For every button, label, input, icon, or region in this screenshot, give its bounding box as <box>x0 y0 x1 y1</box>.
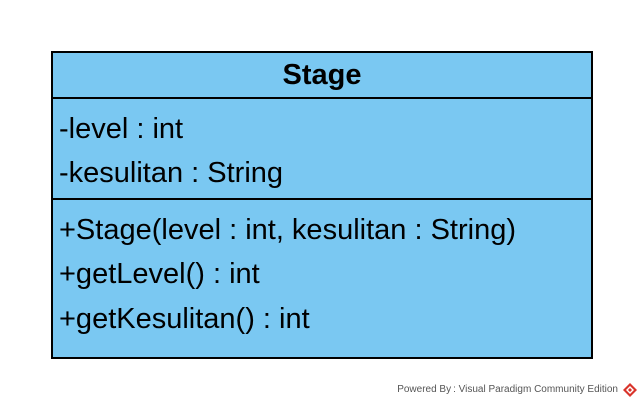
class-name-compartment: Stage <box>53 53 591 99</box>
visual-paradigm-logo-icon <box>623 383 637 397</box>
attributes-compartment: -level : int -kesulitan : String <box>53 99 591 200</box>
uml-class-stage[interactable]: Stage -level : int -kesulitan : String +… <box>51 51 593 359</box>
operation-constructor: +Stage(level : int, kesulitan : String) <box>59 214 516 246</box>
powered-by-footer: Powered By : Visual Paradigm Community E… <box>397 384 618 395</box>
operations-compartment: +Stage(level : int, kesulitan : String) … <box>53 200 591 357</box>
class-name: Stage <box>282 58 362 91</box>
attribute-kesulitan: -kesulitan : String <box>59 157 284 189</box>
operation-get-level: +getLevel() : int <box>59 258 260 290</box>
operation-get-kesulitan: +getKesulitan() : int <box>59 303 310 335</box>
attribute-level: -level : int <box>59 113 184 145</box>
